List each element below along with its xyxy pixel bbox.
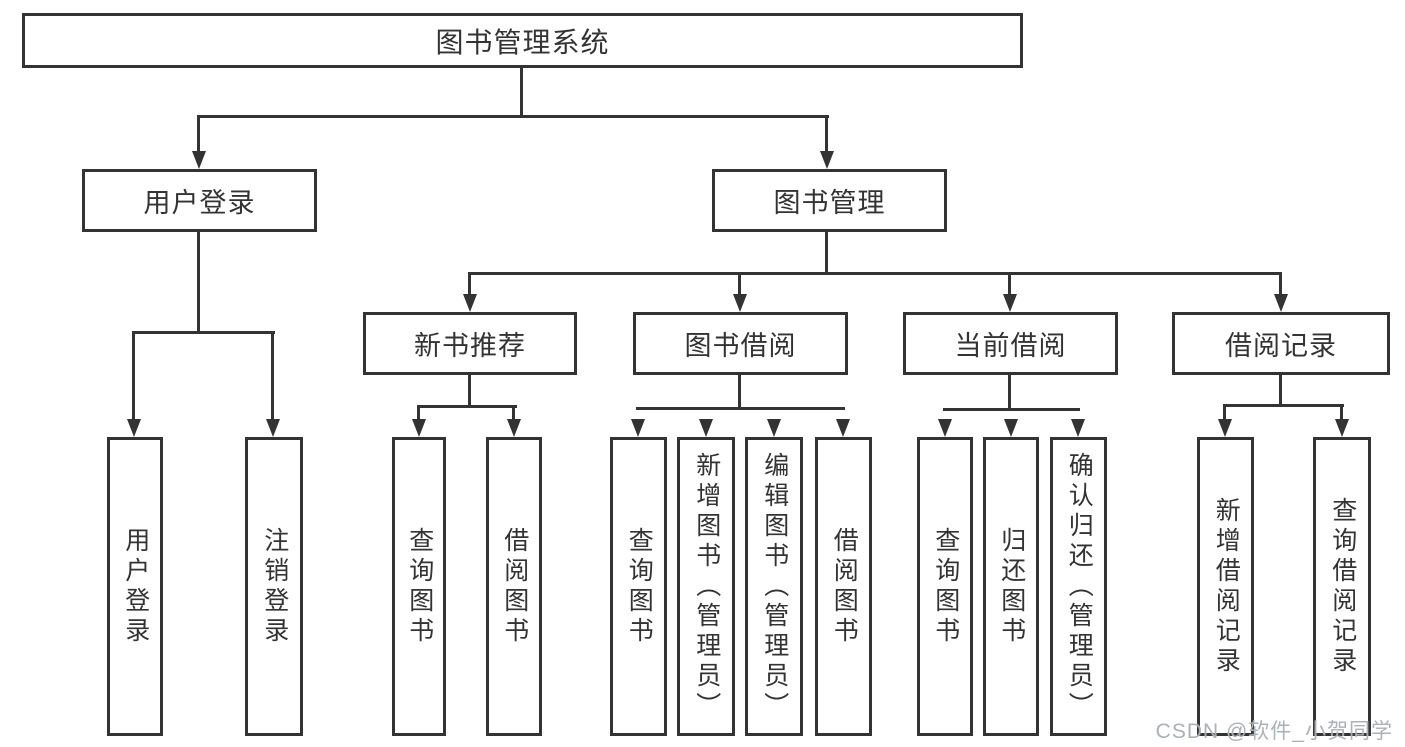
- leaf-label: 借阅图书: [830, 526, 859, 647]
- leaf-label: 新增借阅记录: [1212, 496, 1241, 677]
- arrow-down-icon: [1274, 294, 1288, 312]
- leaf-query-books-current: 查询图书: [917, 437, 973, 736]
- arrow-down-icon: [938, 419, 952, 437]
- connector-stem: [825, 230, 828, 275]
- connector-stem: [271, 331, 274, 425]
- node-book-borrow: 图书借阅: [633, 312, 848, 375]
- arrow-down-icon: [767, 419, 781, 437]
- arrow-down-icon: [1335, 419, 1349, 437]
- leaf-label: 注销登录: [260, 526, 289, 647]
- arrow-down-icon: [266, 419, 280, 437]
- leaf-edit-books-admin: 编辑图书（管理员）: [745, 437, 803, 736]
- node-root: 图书管理系统: [22, 13, 1023, 68]
- arrow-down-icon: [127, 419, 141, 437]
- arrow-down-icon: [412, 419, 426, 437]
- leaf-borrow-books-recommend: 借阅图书: [486, 437, 542, 736]
- connector-stem: [825, 115, 828, 161]
- node-label: 图书管理: [773, 188, 886, 218]
- connector-stem: [1279, 372, 1282, 407]
- connector-stem: [197, 115, 200, 161]
- leaf-query-books-borrow: 查询图书: [610, 437, 667, 736]
- node-current-borrow: 当前借阅: [903, 312, 1118, 375]
- node-label: 用户登录: [143, 188, 256, 218]
- node-label: 图书借阅: [684, 331, 797, 361]
- arrow-down-icon: [1071, 419, 1085, 437]
- connector-stem: [1279, 272, 1282, 300]
- connector-level2-hline: [197, 115, 829, 118]
- connector-records-hline: [1223, 404, 1344, 407]
- leaf-label: 用户登录: [121, 526, 150, 647]
- connector-current-hline: [943, 408, 1080, 411]
- arrow-down-icon: [463, 294, 477, 312]
- leaf-logout: 注销登录: [245, 437, 303, 736]
- node-book-management: 图书管理: [712, 169, 947, 232]
- node-label: 借阅记录: [1225, 331, 1337, 361]
- connector-stem: [1008, 372, 1011, 411]
- node-root-label: 图书管理系统: [435, 26, 610, 58]
- leaf-query-books-recommend: 查询图书: [392, 437, 446, 736]
- node-user-login: 用户登录: [82, 169, 317, 232]
- leaf-label: 查询图书: [405, 526, 434, 647]
- arrow-down-icon: [192, 151, 206, 169]
- leaf-add-books-admin: 新增图书（管理员）: [677, 437, 735, 736]
- connector-user-hline: [132, 331, 275, 334]
- leaf-label: 编辑图书（管理员）: [760, 451, 789, 722]
- arrow-down-icon: [836, 419, 850, 437]
- leaf-borrow-books: 借阅图书: [815, 437, 872, 736]
- node-new-book-recommend: 新书推荐: [363, 312, 577, 375]
- arrow-down-icon: [699, 419, 713, 437]
- arrow-down-icon: [820, 151, 834, 169]
- connector-stem: [1008, 272, 1011, 300]
- leaf-user-login: 用户登录: [107, 437, 163, 736]
- csdn-watermark: CSDN @软件_小贺同学: [1155, 720, 1393, 743]
- connector-stem: [1223, 404, 1226, 422]
- connector-stem: [197, 230, 200, 334]
- connector-level3-hline: [468, 272, 1282, 275]
- connector-borrow-hline: [636, 407, 845, 410]
- leaf-label: 查询借阅记录: [1328, 496, 1357, 677]
- arrow-down-icon: [507, 419, 521, 437]
- node-label: 当前借阅: [954, 331, 1067, 361]
- leaf-label: 查询图书: [931, 526, 960, 647]
- leaf-label: 新增图书（管理员）: [692, 451, 721, 722]
- leaf-label: 查询图书: [625, 526, 654, 647]
- node-label: 新书推荐: [414, 331, 526, 361]
- connector-stem: [468, 272, 471, 300]
- connector-stem: [1340, 404, 1343, 422]
- connector-recommend-hline: [417, 405, 517, 408]
- leaf-return-books: 归还图书: [983, 437, 1039, 736]
- arrow-down-icon: [1004, 419, 1018, 437]
- leaf-label: 确认归还（管理员）: [1065, 451, 1094, 722]
- connector-stem: [738, 372, 741, 410]
- leaf-label: 归还图书: [997, 526, 1026, 647]
- connector-stem: [132, 331, 135, 425]
- connector-root-stem: [520, 66, 523, 118]
- arrow-down-icon: [1003, 294, 1017, 312]
- leaf-add-borrow-record: 新增借阅记录: [1197, 437, 1254, 736]
- arrow-down-icon: [733, 294, 747, 312]
- connector-stem: [738, 272, 741, 300]
- node-borrow-records: 借阅记录: [1172, 312, 1390, 375]
- arrow-down-icon: [1218, 419, 1232, 437]
- leaf-query-borrow-record: 查询借阅记录: [1313, 437, 1371, 736]
- leaf-label: 借阅图书: [500, 526, 529, 647]
- connector-stem: [417, 405, 420, 425]
- connector-stem: [468, 372, 471, 408]
- arrow-down-icon: [631, 419, 645, 437]
- connector-stem: [512, 405, 515, 425]
- leaf-confirm-return-admin: 确认归还（管理员）: [1050, 437, 1107, 736]
